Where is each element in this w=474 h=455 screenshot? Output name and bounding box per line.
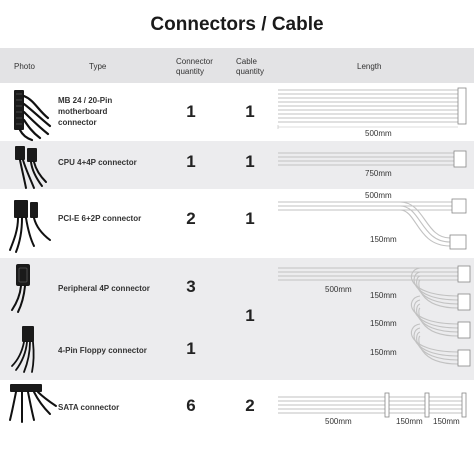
row-type-mb: MB 24 / 20-Pin motherboard connector <box>58 95 112 128</box>
cable-diagram-peripheral <box>278 265 471 367</box>
header-photo: Photo <box>14 62 35 71</box>
row-cable-qty-peripheral-floppy: 1 <box>245 306 255 325</box>
header-cable-quantity-line-2: quantity <box>236 67 265 76</box>
header-connector-quantity-line-2: quantity <box>176 67 205 76</box>
row-type-peripheral: Peripheral 4P connector <box>58 284 150 293</box>
length-mb: 500mm <box>365 129 392 138</box>
row-type-mb-line-1: MB 24 / 20-Pin <box>58 96 113 105</box>
row-type-cpu: CPU 4+4P connector <box>58 158 137 167</box>
cable-diagram-pcie <box>278 198 467 250</box>
length-peripheral-branch-3: 150mm <box>370 348 397 357</box>
row-type-mb-line-3: connector <box>58 118 97 127</box>
cable-diagram-cpu <box>278 150 467 168</box>
photo-peripheral-4pin <box>11 264 30 313</box>
photo-sata <box>9 384 57 423</box>
row-type-floppy: 4-Pin Floppy connector <box>58 346 147 355</box>
header-length: Length <box>357 62 382 71</box>
row-type-mb-line-2: motherboard <box>58 107 108 116</box>
length-peripheral-branch-2: 150mm <box>370 319 397 328</box>
header-cable-quantity-line-1: Cable <box>236 57 257 66</box>
length-pcie-main: 500mm <box>365 191 392 200</box>
row-cable-qty-sata: 2 <box>245 396 255 415</box>
row-band-peripheral <box>0 258 474 380</box>
length-sata-branch-2: 150mm <box>433 417 460 426</box>
length-pcie-branch: 150mm <box>370 235 397 244</box>
row-cable-qty-pcie: 1 <box>245 209 255 228</box>
length-peripheral-branch-1: 150mm <box>370 291 397 300</box>
photo-cpu-4-4pin <box>15 146 47 189</box>
row-cable-qty-cpu: 1 <box>245 152 255 171</box>
length-sata-main: 500mm <box>325 417 352 426</box>
photo-floppy-4pin <box>11 326 35 373</box>
row-connector-qty-cpu: 1 <box>186 152 196 171</box>
length-peripheral-main: 500mm <box>325 285 352 294</box>
row-connector-qty-peripheral: 3 <box>186 277 196 296</box>
row-type-sata: SATA connector <box>58 403 120 412</box>
header-connector-quantity: Connector quantity <box>176 57 213 77</box>
row-connector-qty-pcie: 2 <box>186 209 196 228</box>
cable-diagram-mb <box>277 87 467 129</box>
row-connector-qty-sata: 6 <box>186 396 196 415</box>
photo-pcie-6-2pin <box>9 200 51 253</box>
length-cpu: 750mm <box>365 169 392 178</box>
row-type-pcie: PCI-E 6+2P connector <box>58 214 142 223</box>
row-connector-qty-floppy: 1 <box>186 339 196 358</box>
header-connector-quantity-line-1: Connector <box>176 57 213 66</box>
page-title: Connectors / Cable <box>150 14 324 35</box>
length-sata-branch-1: 150mm <box>396 417 423 426</box>
photo-mb-24pin <box>14 90 52 142</box>
header-cable-quantity: Cable quantity <box>236 57 264 77</box>
header-type: Type <box>89 62 107 71</box>
row-cable-qty-mb: 1 <box>245 102 255 121</box>
row-connector-qty-mb: 1 <box>186 102 196 121</box>
cable-diagram-sata <box>278 392 467 418</box>
table-header: Photo Type Connector quantity Cable quan… <box>0 48 474 83</box>
